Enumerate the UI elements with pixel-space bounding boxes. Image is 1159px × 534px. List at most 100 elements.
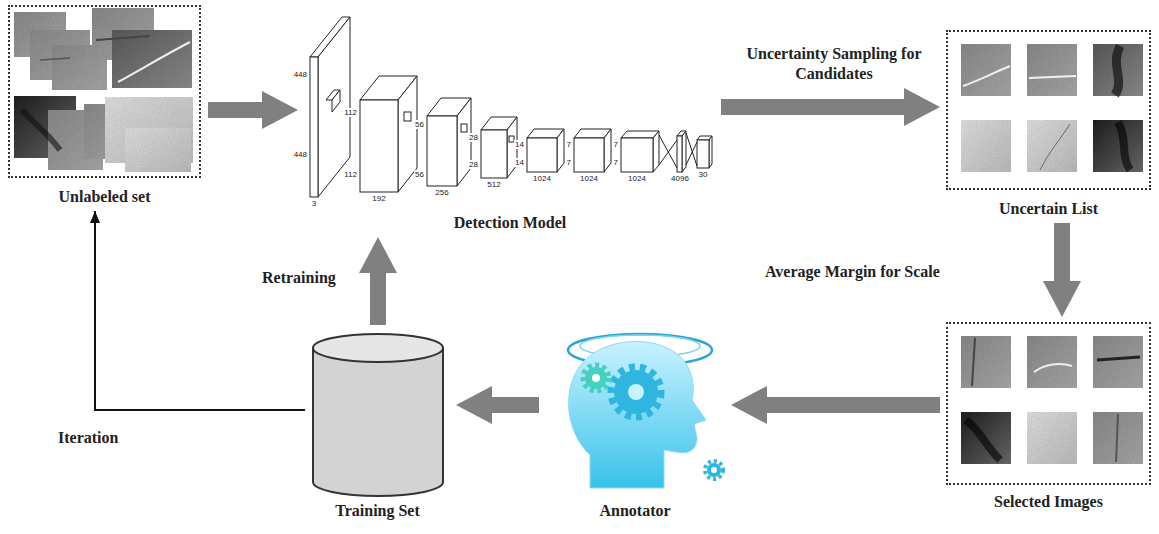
edge-label: Retraining xyxy=(262,268,336,288)
annotator-icon xyxy=(583,365,609,391)
cnn-illustration xyxy=(621,138,653,172)
model-figure: Detection Model xyxy=(305,12,715,212)
dimension-label: 4096 xyxy=(670,174,690,183)
cnn-illustration xyxy=(404,112,411,121)
iteration-line xyxy=(95,211,305,410)
image-set-panel: Uncertain List xyxy=(946,30,1151,190)
defect-marks xyxy=(1118,122,1130,170)
node-caption: Annotator xyxy=(599,502,670,520)
annotator-icon xyxy=(592,374,600,382)
unlabeled-thumbnails xyxy=(14,8,193,172)
cnn-illustration xyxy=(310,17,712,197)
dimension-label: 3 xyxy=(311,199,317,208)
image-set-panel: Selected Images xyxy=(946,322,1151,485)
annotator-icon xyxy=(568,334,723,488)
database-cylinder xyxy=(313,334,443,496)
flow-arrow xyxy=(721,99,904,115)
edge-label: Iteration xyxy=(58,428,118,448)
defect-marks xyxy=(963,46,1130,170)
selected-thumbnails xyxy=(1093,412,1143,464)
database-figure: Training Set xyxy=(305,330,450,500)
edge-label: Uncertainty Sampling for Candidates xyxy=(734,44,934,84)
annotator-icon xyxy=(705,461,723,479)
defect-marks xyxy=(966,420,1000,460)
dimension-label: 28 xyxy=(468,133,479,142)
cnn-illustration xyxy=(427,116,457,186)
annotator-icon xyxy=(611,367,661,417)
edge-label: Average Margin for Scale xyxy=(765,262,940,282)
cnn-illustration xyxy=(310,57,318,197)
uncertain-thumbnails xyxy=(961,44,1011,96)
dimension-label: 256 xyxy=(434,188,449,197)
dimension-label: 30 xyxy=(698,170,709,179)
dimension-label: 448 xyxy=(293,150,308,159)
uncertain-thumbnails xyxy=(961,44,1143,172)
defect-marks xyxy=(963,66,1010,86)
cnn-illustration xyxy=(360,100,398,192)
flow-arrow xyxy=(208,102,262,118)
selected-thumbnails xyxy=(1093,336,1143,388)
defect-marks xyxy=(1116,414,1118,462)
cnn-illustration xyxy=(659,133,697,168)
dimension-label: 56 xyxy=(414,170,425,179)
dimension-label: 7 xyxy=(613,158,619,167)
defect-marks xyxy=(96,36,150,40)
cnn-illustration xyxy=(557,129,564,172)
defect-marks xyxy=(22,110,60,150)
cnn-illustration xyxy=(682,131,686,172)
dimension-label: 28 xyxy=(468,160,479,169)
dimension-label: 1024 xyxy=(627,174,647,183)
cnn-illustration xyxy=(481,130,507,178)
cnn-illustration xyxy=(653,131,659,172)
cnn-illustration xyxy=(457,98,471,186)
defect-marks xyxy=(1034,364,1072,372)
defect-marks xyxy=(1029,76,1076,78)
cnn-illustration xyxy=(677,136,682,172)
uncertain-thumbnails xyxy=(1027,120,1077,172)
image-set-panel: Unlabeled set xyxy=(8,5,201,178)
node-caption: Unlabeled set xyxy=(59,188,151,206)
unlabeled-thumbnails xyxy=(125,128,191,172)
annotator-icon xyxy=(711,467,717,473)
defect-marks xyxy=(118,42,190,82)
selected-thumbnails xyxy=(961,336,1011,388)
defect-marks xyxy=(1097,357,1140,360)
dimension-label: 14 xyxy=(514,140,525,149)
dimension-label: 112 xyxy=(343,170,358,179)
node-caption: Detection Model xyxy=(454,214,566,232)
cnn-illustration xyxy=(527,138,557,172)
defect-marks xyxy=(972,338,975,386)
database-cylinder xyxy=(313,334,443,362)
dimension-label: 7 xyxy=(613,140,619,149)
uncertain-thumbnails xyxy=(1093,120,1143,172)
selected-thumbnails xyxy=(1027,412,1077,464)
cnn-illustration xyxy=(697,140,709,168)
dimension-label: 1024 xyxy=(579,174,599,183)
dimension-label: 7 xyxy=(566,140,572,149)
selected-thumbnails xyxy=(961,412,1011,464)
dimension-label: 112 xyxy=(343,108,358,117)
defect-marks xyxy=(22,36,190,150)
dimension-label: 56 xyxy=(414,120,425,129)
annotator-icon xyxy=(569,341,706,488)
node-caption: Selected Images xyxy=(994,493,1103,511)
cnn-illustration xyxy=(574,138,604,172)
dimension-label: 512 xyxy=(486,180,501,189)
flow-arrow xyxy=(767,397,940,413)
uncertain-thumbnails xyxy=(961,120,1011,172)
flow-arrow xyxy=(1054,223,1070,281)
uncertain-thumbnails xyxy=(1093,44,1143,96)
defect-marks xyxy=(40,58,70,60)
dimension-label: 7 xyxy=(566,158,572,167)
selected-thumbnails xyxy=(961,336,1143,464)
node-caption: Training Set xyxy=(335,502,420,520)
dimension-label: 1024 xyxy=(532,174,552,183)
selected-thumbnails xyxy=(1027,336,1077,388)
annotator-figure: Annotator xyxy=(545,325,725,500)
flow-arrow xyxy=(492,397,539,413)
cnn-illustration xyxy=(332,90,340,112)
flow-arrow xyxy=(370,273,386,325)
annotator-icon xyxy=(707,463,721,477)
defect-marks xyxy=(1115,46,1120,95)
